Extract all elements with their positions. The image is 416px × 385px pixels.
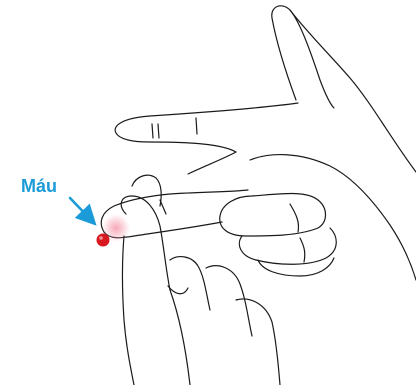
lower-hand-left-edge [121,235,135,385]
upper-hand-index-finger [114,102,299,153]
blood-drop [96,233,110,247]
curled-finger-3 [257,257,335,277]
lower-hand-second-curl [205,265,253,337]
knuckle-crease-1 [289,203,300,233]
lower-hand [100,174,281,385]
upper-hand-middle-finger [249,154,416,281]
blood-label: Máu [21,176,57,196]
knuckle-crease-2 [299,237,306,263]
blood-drop-highlight [99,236,103,240]
index-crease-3 [195,117,198,135]
lower-hand-knuckle [167,285,189,295]
index-crease-2 [157,123,160,139]
lower-hand-finger-curl [169,256,211,311]
curled-finger-2 [238,227,337,265]
upper-hand-palm-edge [187,151,237,175]
lower-hand-thumb-pad [120,195,171,291]
lower-hand-wrist-left [169,289,191,385]
annotation-arrow [68,196,97,226]
pricked-finger-top [100,189,249,233]
index-crease-1 [151,123,154,139]
lower-hand-thumb [131,174,162,207]
curled-finger-1 [219,192,327,237]
upper-hand-thumb [271,5,335,109]
upper-hand [114,5,416,281]
lower-hand-third-curl [235,298,281,385]
upper-hand-back [289,9,416,173]
blood-glow [102,214,130,242]
